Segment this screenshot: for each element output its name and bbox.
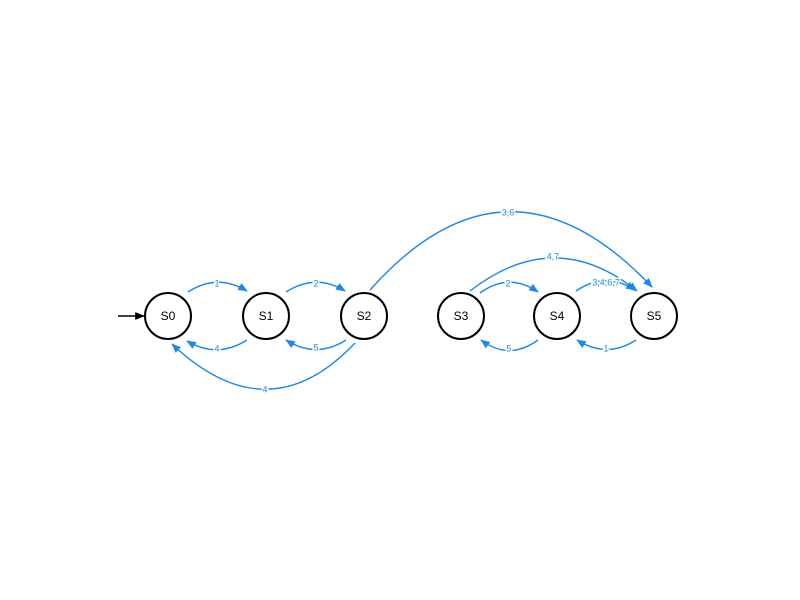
- state-label: S3: [454, 309, 469, 323]
- transition-s3-s4: 2: [479, 277, 539, 294]
- transition-s4-s3: 5: [480, 339, 539, 355]
- transition-s2-s5: 3,6: [369, 206, 653, 291]
- transition-label: 5: [506, 343, 511, 353]
- state-label: S4: [550, 309, 565, 323]
- transition-label: 3,4,6,7: [592, 277, 620, 287]
- state-label: S1: [259, 309, 274, 323]
- transition-s3-s5: 4,7: [469, 250, 638, 292]
- state-node-s5: S5: [630, 292, 678, 340]
- state-node-s4: S4: [533, 292, 581, 340]
- state-node-s2: S2: [340, 292, 388, 340]
- transition-label: 2: [505, 278, 510, 288]
- transition-arrow: [575, 280, 636, 292]
- transition-arrow: [576, 339, 637, 351]
- transition-arrow: [171, 342, 356, 390]
- transition-arrow: [469, 257, 638, 292]
- transition-arrow: [187, 281, 248, 293]
- transition-arrow: [285, 281, 346, 293]
- transition-arrow: [285, 339, 347, 351]
- transition-label: 4,7: [547, 251, 560, 261]
- transition-s2-s1: 5: [285, 339, 347, 354]
- state-circle: [533, 292, 581, 340]
- state-label: S2: [357, 309, 372, 323]
- transition-label: 4: [214, 343, 219, 353]
- state-circle: [340, 292, 388, 340]
- transition-arrow: [480, 339, 539, 352]
- transition-arrow: [369, 211, 653, 291]
- transition-s0-s1: 1: [187, 277, 248, 293]
- transition-arrow: [186, 339, 248, 351]
- transition-label: 1: [214, 278, 219, 288]
- states-layer: S0 S1 S2 S3 S4 S5: [118, 292, 678, 340]
- transition-label: 1: [603, 343, 608, 353]
- transition-arrow: [479, 281, 539, 294]
- transition-label: 4: [262, 384, 267, 394]
- state-circle: [242, 292, 290, 340]
- transition-label: 5: [313, 342, 318, 352]
- transition-label: 3,6: [502, 207, 515, 217]
- state-node-s1: S1: [242, 292, 290, 340]
- transition-s1-s0: 4: [186, 339, 248, 355]
- state-node-s0: S0: [118, 292, 192, 340]
- state-circle: [437, 292, 485, 340]
- state-circle: [630, 292, 678, 340]
- transition-s2-s0: 4: [171, 342, 356, 396]
- transition-s5-s4: 1: [576, 339, 637, 355]
- transition-label: 2: [313, 278, 318, 288]
- state-circle: [144, 292, 192, 340]
- transition-s4-s5: 3,4,6,7: [575, 276, 636, 292]
- transition-s1-s2: 2: [285, 277, 346, 293]
- state-label: S0: [161, 309, 176, 323]
- transitions-layer: 1 4 2 5 4 3,6 2 5 4,7 3,4,6,7 1: [171, 206, 653, 396]
- state-node-s3: S3: [437, 292, 485, 340]
- state-label: S5: [647, 309, 662, 323]
